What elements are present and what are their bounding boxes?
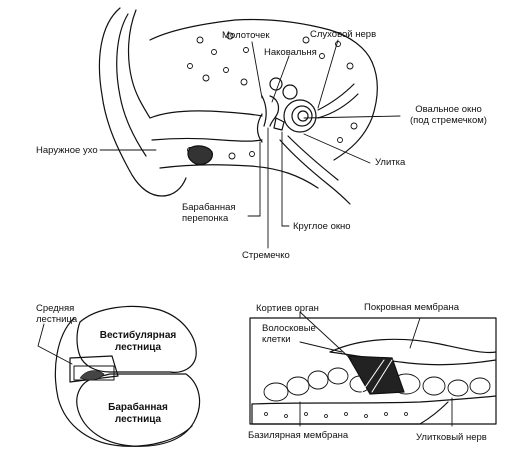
pinna-inner-fold xyxy=(116,13,147,157)
scala-tympani-outline xyxy=(76,373,201,447)
label-hair-cells: Волосковые клетки xyxy=(262,323,316,345)
rods-of-corti xyxy=(361,359,393,393)
scala-media-leader xyxy=(37,323,73,365)
label-cochlea: Улитка xyxy=(375,157,406,168)
hair-cells-dark xyxy=(347,355,405,395)
label-stapes: Стремечко xyxy=(242,250,290,261)
label-hair-cells-line1: Волосковые xyxy=(262,323,316,334)
label-incus: Наковальня xyxy=(264,47,317,58)
label-hair-cells-line2: клетки xyxy=(262,334,291,345)
label-scala-vestibuli: Вестибулярная лестница xyxy=(98,330,178,354)
spiral-lamina xyxy=(251,401,449,425)
label-scala-media: Средняя лестница xyxy=(36,303,77,325)
pinna-outline xyxy=(98,7,187,197)
bone-lower-contour xyxy=(159,164,319,189)
label-eardrum-line1: Барабанная xyxy=(182,202,236,213)
top-leader-lines xyxy=(99,39,401,249)
label-basilar-membrane: Базилярная мембрана xyxy=(248,430,349,441)
eustachian-tube-2 xyxy=(287,135,339,181)
cochlea-mid xyxy=(291,105,313,127)
pinna-helix xyxy=(127,9,151,119)
label-eardrum-line2: перепонка xyxy=(182,213,229,224)
label-scala-tympani-line2: лестница xyxy=(114,414,162,425)
label-cochlear-nerve: Улитковый нерв xyxy=(416,432,487,443)
ear-canal-lower xyxy=(151,137,263,142)
label-scala-media-line2: лестница xyxy=(36,314,78,325)
auditory-nerve-shape-2 xyxy=(317,93,359,119)
basilar-membrane-shape xyxy=(251,395,497,405)
stapes-shape xyxy=(273,117,285,131)
organ-stipple xyxy=(79,370,105,381)
eardrum xyxy=(256,113,263,143)
semicircular-canal-1 xyxy=(282,84,298,100)
bone-upper-contour xyxy=(149,18,373,63)
tectorial-membrane-shape-2 xyxy=(329,351,497,366)
section-outer-wall xyxy=(54,317,193,447)
label-oval-window: Овальное окно (под стремечком) xyxy=(410,104,487,126)
cartilage-dark xyxy=(187,145,213,165)
bone-right-contour xyxy=(333,61,378,161)
label-organ-of-corti: Кортиев орган xyxy=(256,303,319,314)
cochlea-inner xyxy=(297,110,309,122)
label-scala-tympani-line1: Барабанная xyxy=(108,402,168,413)
label-scala-tympani: Барабанная лестница xyxy=(98,402,178,426)
label-round-window: Круглое окно xyxy=(293,221,351,232)
label-malleus: Молоточек xyxy=(222,30,270,41)
detail-leader-lines xyxy=(299,311,453,427)
label-scala-vestibuli-line2: лестница xyxy=(114,342,162,353)
malleus-shape xyxy=(261,95,267,127)
ear-canal-upper xyxy=(149,110,263,119)
label-outer-ear: Наружное ухо xyxy=(36,145,98,156)
tectorial-membrane-shape xyxy=(329,338,497,354)
scala-vestibuli-outline xyxy=(76,305,197,373)
label-oval-window-line1: Овальное окно xyxy=(415,104,482,115)
label-scala-media-line1: Средняя xyxy=(36,303,75,314)
label-auditory-nerve: Слуховой нерв xyxy=(310,29,377,40)
eustachian-tube xyxy=(279,139,351,205)
support-cells xyxy=(263,367,491,402)
lamina-dots xyxy=(264,412,408,418)
label-eardrum: Барабанная перепонка xyxy=(182,202,236,224)
organ-of-corti-detail xyxy=(249,311,497,427)
ear-cross-section xyxy=(98,7,378,205)
cochlea-outer xyxy=(283,99,317,133)
label-oval-window-line2: (под стремечком) xyxy=(410,115,487,126)
scala-media-wedge xyxy=(69,355,119,383)
incus-shape xyxy=(269,95,280,127)
cochlea-section xyxy=(37,305,201,447)
label-scala-vestibuli-line1: Вестибулярная xyxy=(99,330,177,341)
auditory-nerve-shape xyxy=(317,83,355,111)
label-tectorial-membrane: Покровная мембрана xyxy=(364,302,459,313)
